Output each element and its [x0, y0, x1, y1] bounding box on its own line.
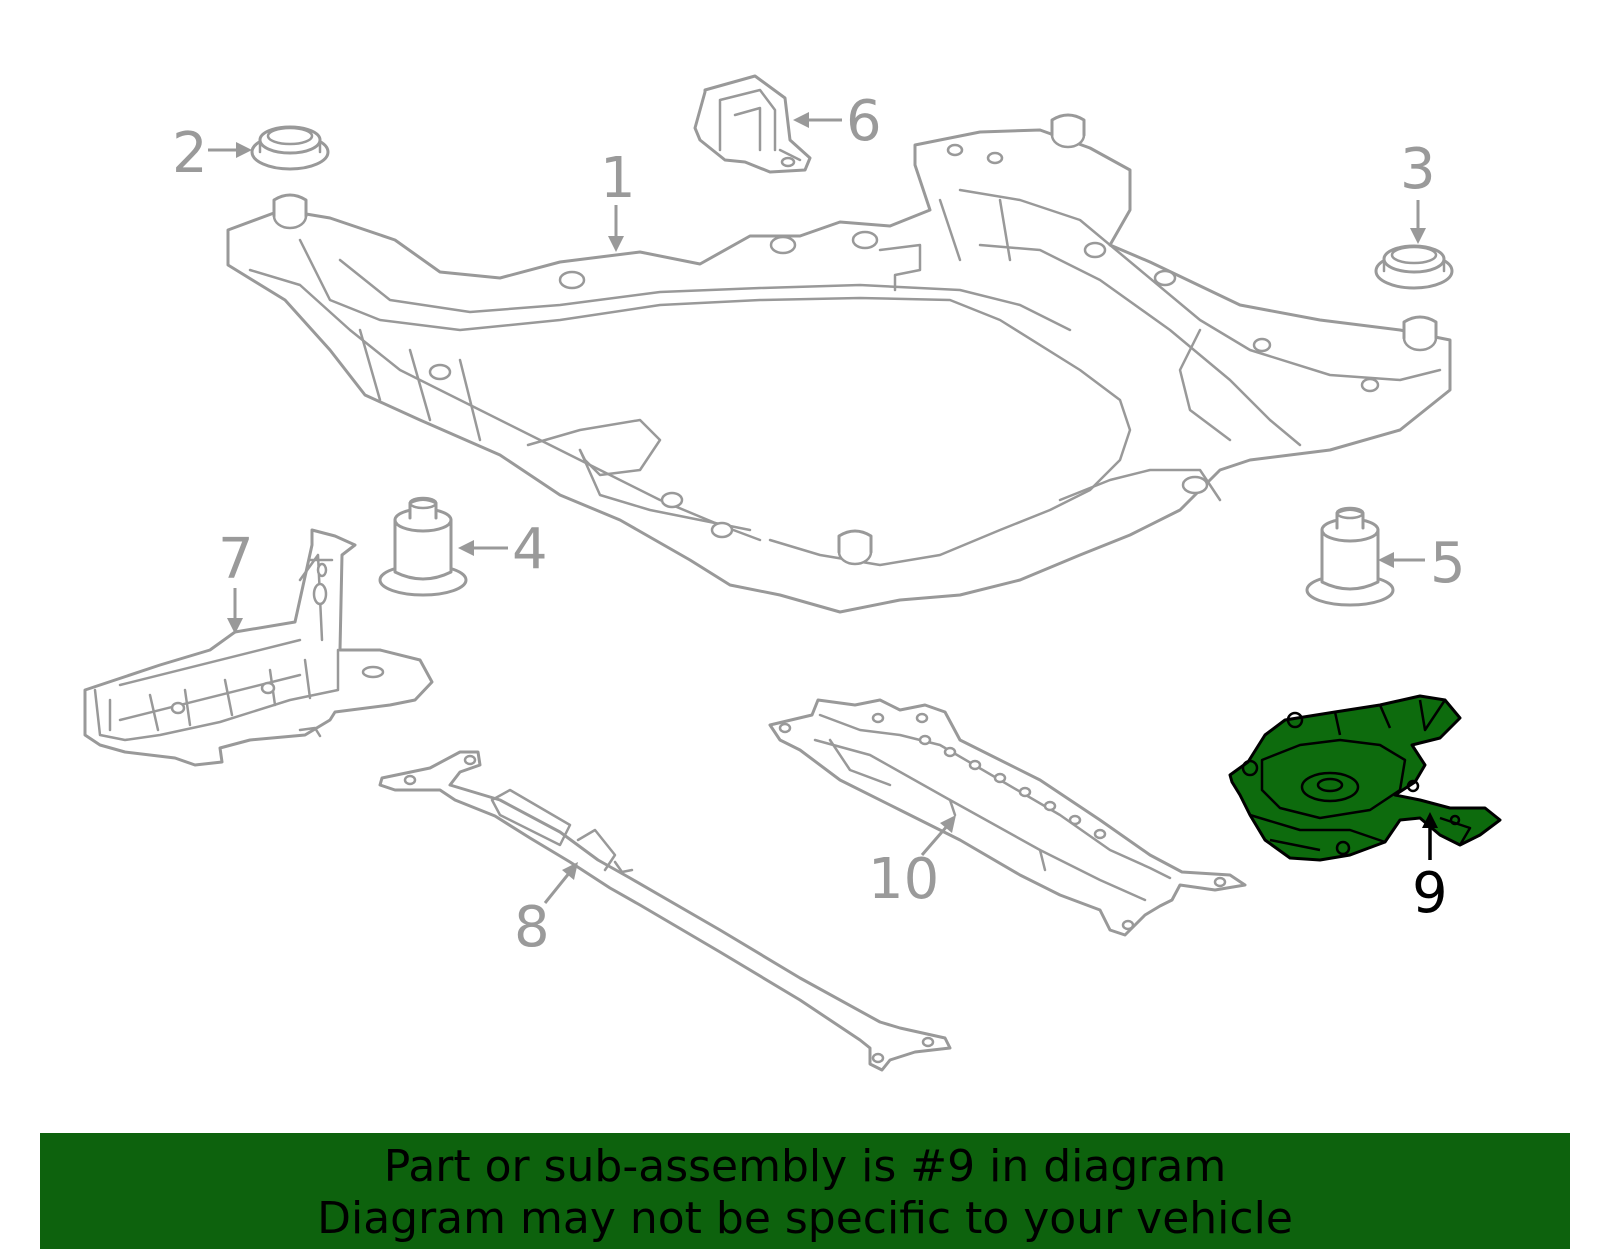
callout-2: 2	[172, 121, 208, 186]
banner-line-1: Part or sub-assembly is #9 in diagram	[383, 1141, 1227, 1192]
callout-6: 6	[846, 89, 882, 154]
callout-5: 5	[1430, 531, 1466, 596]
callout-4: 4	[512, 517, 548, 582]
part-3-bushing	[1374, 244, 1454, 290]
part-4-mount	[378, 496, 468, 597]
callout-8: 8	[514, 895, 550, 960]
callout-leaders	[208, 112, 1438, 904]
part-8-brace	[378, 750, 952, 1072]
part-1-crossmember	[226, 113, 1452, 614]
notice-banner: Part or sub-assembly is #9 in diagram Di…	[40, 1133, 1570, 1249]
callout-10: 10	[868, 847, 939, 912]
part-9-highlighted	[1228, 694, 1502, 862]
callout-1: 1	[600, 146, 636, 211]
part-10-brace	[768, 698, 1247, 937]
part-2-bushing	[250, 125, 330, 171]
callout-3: 3	[1400, 137, 1436, 202]
callout-7: 7	[218, 527, 254, 592]
banner-line-2: Diagram may not be specific to your vehi…	[317, 1193, 1293, 1244]
part-6-bracket	[693, 74, 812, 174]
part-7-bracket	[83, 528, 434, 767]
part-5-mount	[1305, 506, 1395, 607]
callout-9: 9	[1412, 861, 1448, 926]
